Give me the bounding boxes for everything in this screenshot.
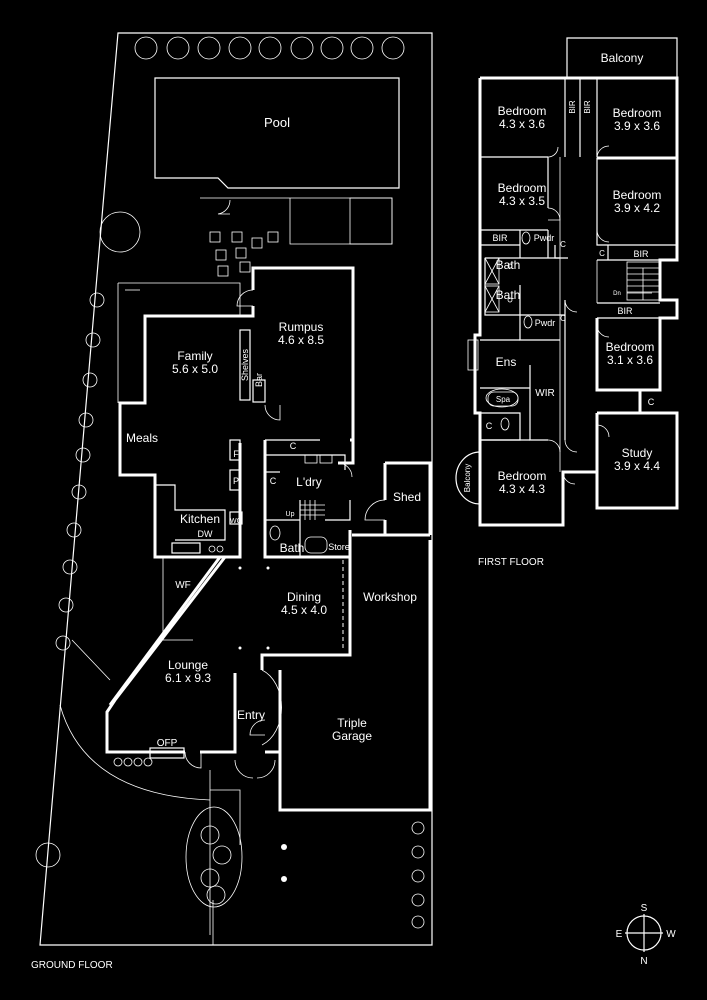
wf-label: WF	[175, 580, 191, 591]
wo-label: WO	[230, 518, 243, 525]
bedroom6-label: Bedroom	[498, 469, 547, 483]
door-swings	[184, 199, 386, 779]
spa-label: Spa	[496, 395, 511, 404]
closet-label-2: C	[270, 476, 277, 486]
bedroom3-size: 4.3 x 3.5	[499, 194, 545, 208]
workshop-label: Workshop	[363, 590, 417, 604]
bedroom2-size: 3.9 x 3.6	[614, 119, 660, 133]
stairs-up-label: Up	[286, 511, 295, 518]
bath-label: Bath	[280, 541, 305, 555]
compass: S N E W	[616, 903, 677, 967]
stairs-down-label: Dn	[613, 291, 621, 297]
powder1-label: Pwdr	[534, 233, 555, 243]
kitchen-label: Kitchen	[180, 512, 220, 526]
bedroom1-size: 4.3 x 3.6	[499, 117, 545, 131]
study-label: Study	[622, 446, 653, 460]
bath2-label: Bath	[496, 288, 521, 302]
tree-row-left	[35, 292, 105, 868]
shed-label: Shed	[393, 490, 421, 504]
rumpus-label: Rumpus	[279, 320, 324, 334]
shrub-row-lounge	[113, 757, 153, 767]
garage-label-1: Triple	[337, 716, 367, 730]
bir-label-a: BIR	[568, 100, 577, 114]
pool-label: Pool	[264, 115, 290, 130]
closet-label-1: C	[290, 441, 297, 451]
first-floor-door-swings	[547, 145, 610, 485]
bir-label-b: BIR	[583, 100, 592, 114]
tree-cluster	[200, 825, 232, 905]
side-balcony-outline	[455, 451, 481, 505]
tree-row-top	[134, 36, 405, 60]
side-balcony-label: Balcony	[463, 464, 472, 492]
meals-label: Meals	[126, 431, 158, 445]
garage-label-2: Garage	[332, 729, 372, 743]
bedroom4-size: 3.9 x 4.2	[614, 201, 660, 215]
family-size: 5.6 x 5.0	[172, 362, 218, 376]
bedroom3-label: Bedroom	[498, 181, 547, 195]
shrub-row-right	[411, 821, 425, 929]
pool-outline	[154, 77, 400, 189]
top-balcony-outline	[566, 37, 678, 78]
ofp-label: OFP	[157, 738, 178, 749]
family-label: Family	[177, 349, 212, 363]
first-floor-plan: Balcony Bedroom 4.3 x 3.6 Bedroom 3.9 x …	[455, 37, 679, 527]
dining-label: Dining	[287, 590, 321, 604]
bedroom5-size: 3.1 x 3.6	[607, 353, 653, 367]
first-floor-caption: FIRST FLOOR	[478, 557, 544, 568]
rumpus-size: 4.6 x 8.5	[278, 333, 324, 347]
top-balcony-label: Balcony	[601, 51, 644, 65]
dining-size: 4.5 x 4.0	[281, 603, 327, 617]
stepping-stones	[209, 231, 279, 277]
first-floor-stairs	[626, 261, 661, 301]
site-boundary	[39, 32, 433, 946]
ceiling-points	[238, 566, 287, 882]
entry-label: Entry	[237, 708, 265, 722]
compass-west: W	[666, 929, 676, 940]
closet-c-label: C	[560, 314, 566, 323]
ground-floor-caption: GROUND FLOOR	[31, 960, 113, 971]
bath1-label: Bath	[496, 258, 521, 272]
bir-label-d: BIR	[633, 249, 649, 259]
closet-e-label: C	[648, 397, 655, 407]
bedroom1-label: Bedroom	[498, 104, 547, 118]
bar-label: Bar	[254, 373, 264, 387]
shelves-label: Shelves	[240, 348, 250, 381]
p-label: P	[233, 476, 239, 486]
ground-floor-plan: Pool Family 5.6 x 5.0 Rumpus 4.6 x 8.5 S…	[35, 32, 433, 946]
lounge-label: Lounge	[168, 658, 208, 672]
large-tree	[99, 211, 141, 253]
compass-north: N	[640, 956, 647, 967]
bir-label-c: BIR	[492, 233, 508, 243]
ground-stairs	[300, 500, 325, 520]
first-floor-fixtures	[467, 231, 533, 431]
store-label: Store	[328, 542, 350, 552]
compass-south: S	[641, 903, 648, 914]
ensuite-label: Ens	[496, 355, 517, 369]
dw-label: DW	[198, 529, 213, 539]
lounge-size: 6.1 x 9.3	[165, 671, 211, 685]
f-label: F	[233, 449, 239, 459]
bedroom5-label: Bedroom	[606, 340, 655, 354]
wir-label: WIR	[535, 388, 554, 399]
bedroom6-size: 4.3 x 4.3	[499, 482, 545, 496]
bedroom2-label: Bedroom	[613, 106, 662, 120]
first-floor-walls	[480, 76, 679, 160]
compass-east: E	[616, 929, 623, 940]
closet-d-label: C	[486, 421, 493, 431]
closet-b-label: C	[599, 249, 605, 258]
laundry-label: L'dry	[296, 475, 322, 489]
bedroom4-label: Bedroom	[613, 188, 662, 202]
closet-a-label: C	[560, 240, 566, 249]
bir-label-e: BIR	[617, 306, 633, 316]
study-size: 3.9 x 4.4	[614, 459, 660, 473]
powder2-label: Pwdr	[535, 318, 556, 328]
